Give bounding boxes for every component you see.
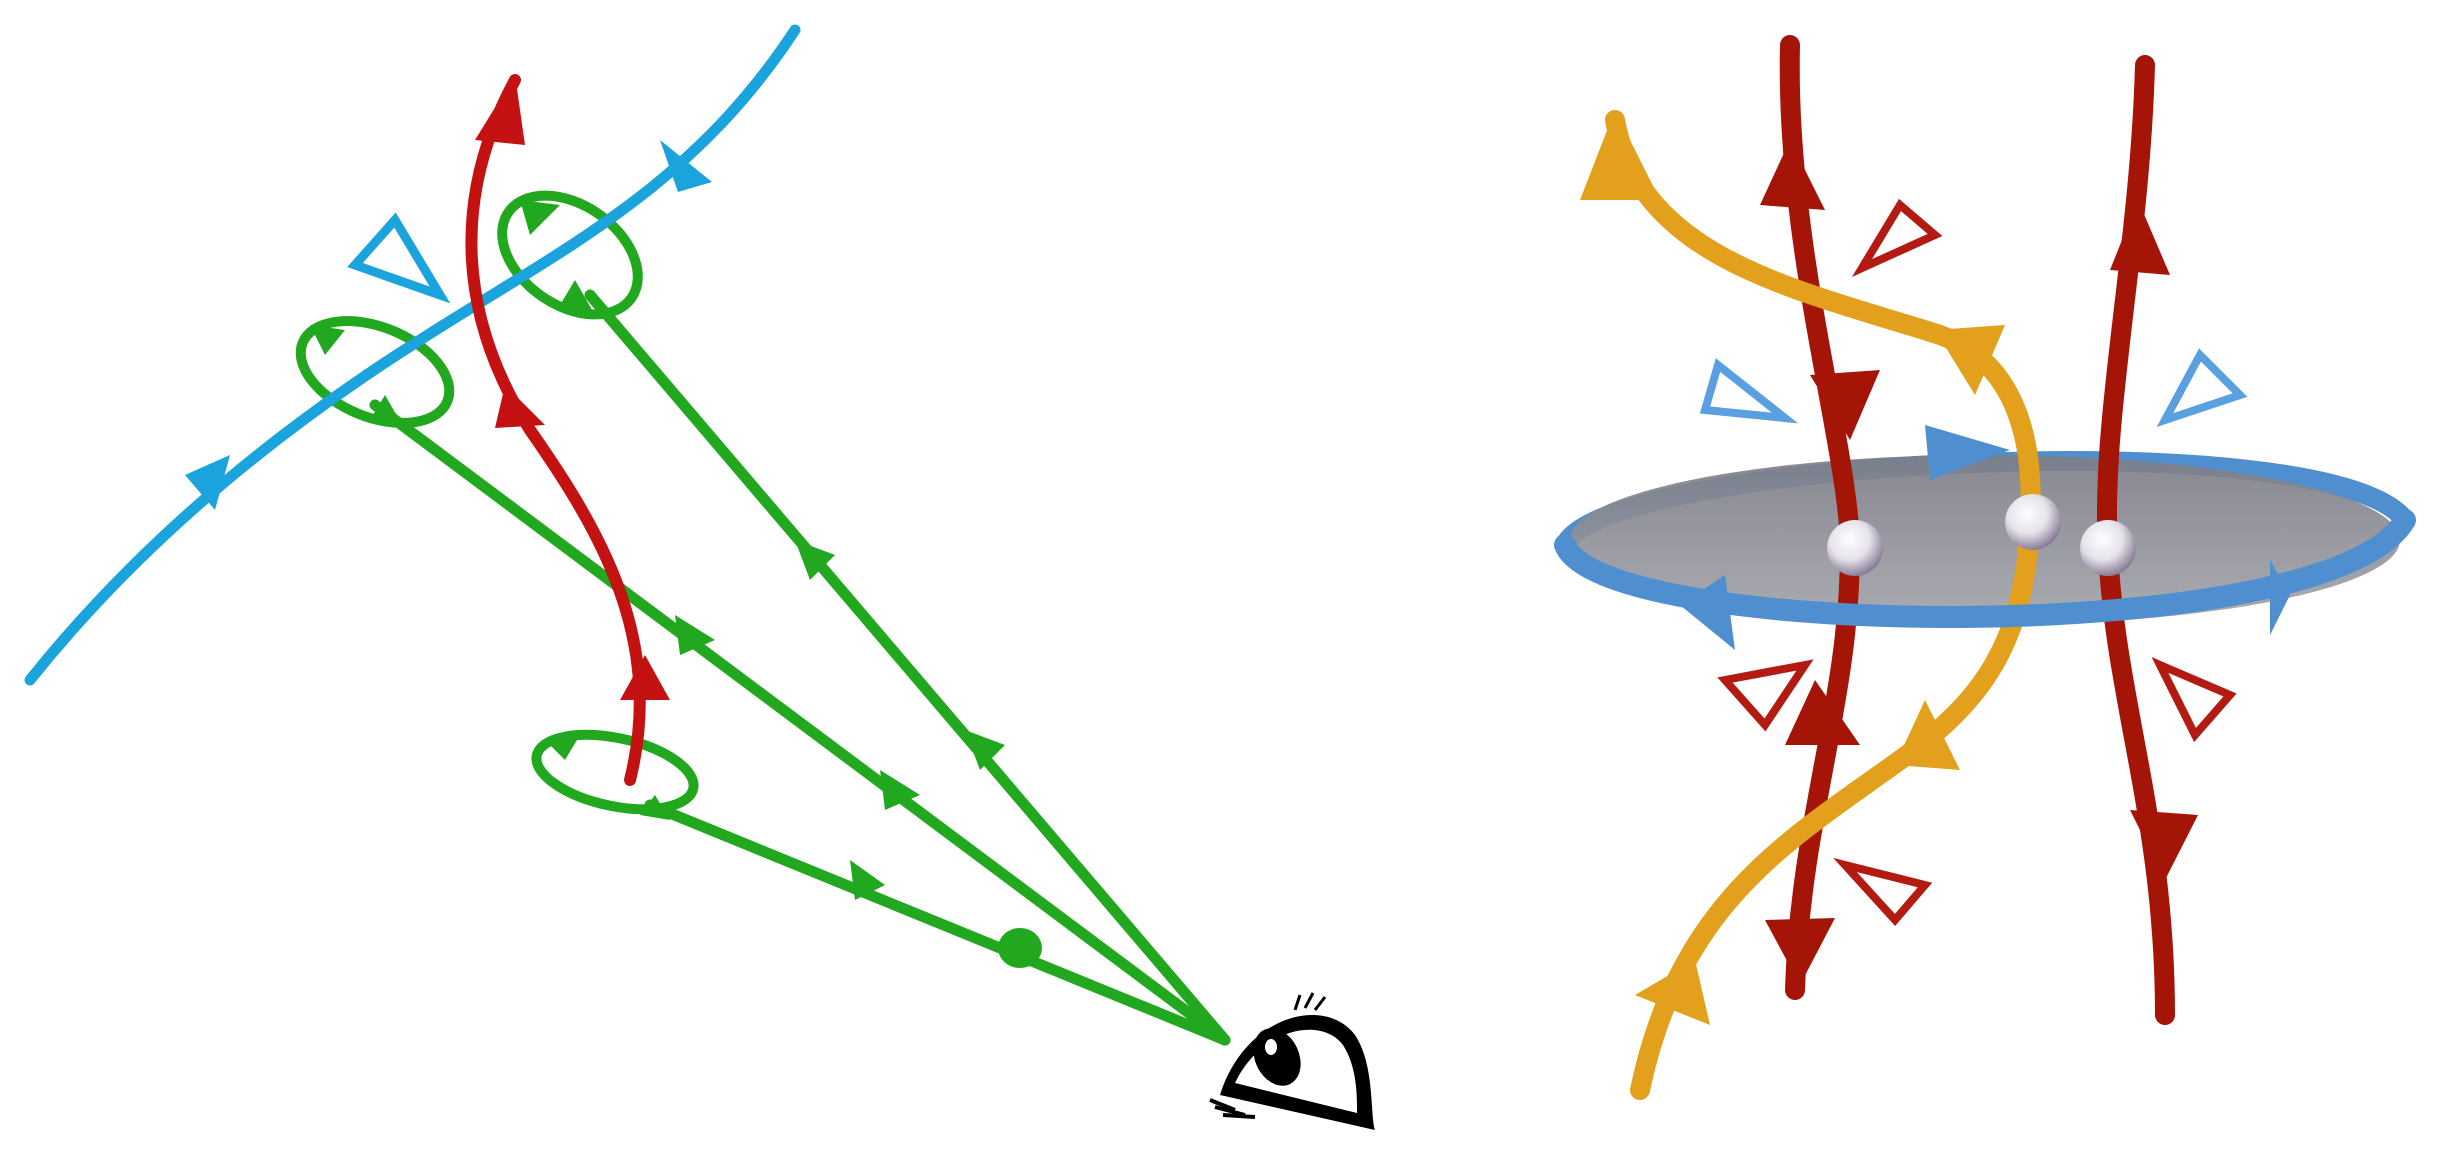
dark-red-arrowheads [1760,140,2198,985]
green-loops [295,190,699,815]
red-triangle-marker-top [1851,198,1943,277]
green-arrow-loop-middle [310,325,345,355]
green-arrowheads [310,200,1042,968]
orange-arrowheads [1580,110,2005,1025]
red-open-triangles [1717,198,2237,927]
green-arrow-loop-top [520,200,560,235]
crossing-ball-right [2080,520,2136,576]
dark-red-arrow-right-bottom [2130,810,2198,880]
green-arrow-ray-top-1 [795,540,835,580]
green-arrow-ray-bottom-2 [998,928,1042,968]
red-triangle-marker-lower-left [1717,659,1814,732]
dark-red-arrow-left-top [1760,140,1825,210]
green-loop-middle [295,316,455,428]
green-arrow-loop-bottom [545,735,580,760]
orange-arrow-low [1895,700,1960,770]
orange-arrow-top [1580,110,1660,200]
blue-arrow-lower [185,455,230,510]
ring-arrowheads [1680,425,2290,650]
green-arrow-loop-middle-lower [370,395,405,430]
green-arrow-ray-top-2 [965,730,1005,770]
green-arrow-ray-middle-1 [675,615,715,655]
green-ray-top [584,289,1231,1046]
crossing-ball-left [1827,520,1883,576]
left-panel [24,24,1375,1130]
ring-arrow-top [1925,425,2010,480]
red-strand [465,74,646,786]
crossing-ball-middle [2005,494,2061,550]
dark-red-arrow-left-bottom [1765,918,1835,985]
ring-disk [1570,455,2400,625]
green-arrow-ray-bottom-1 [850,860,885,900]
green-arrow-loop-bottom-lower [640,795,670,820]
dark-red-arrow-left-mid [1810,370,1880,440]
right-panel [1554,35,2416,1100]
green-arrow-ray-middle-2 [880,770,920,810]
orange-arrow-bottom [1635,960,1710,1025]
green-loop-top [497,190,643,320]
open-triangle-icon [347,212,451,304]
dark-red-arrow-left-low [1785,680,1860,745]
red-arrowheads [475,75,670,700]
green-ray-bottom [644,799,1231,1046]
blue-triangle-marker-right [2156,348,2248,427]
ring-arrow-left [1680,575,1735,650]
green-loop-bottom [531,729,699,815]
blue-triangle-marker-left [1699,358,1799,424]
green-arrow-loop-top-lower [560,280,595,315]
blue-arrow-upper [660,140,712,192]
ring-arrow-right [2270,560,2290,635]
red-triangle-marker-bottom [1833,857,1933,927]
red-arrow-bottom [620,655,670,700]
blue-arrowheads [185,140,712,510]
dark-red-arrow-right-top [2110,200,2170,275]
crossing-markers [1827,494,2136,576]
red-arrow-middle [495,385,545,428]
green-lines [369,289,1231,1046]
red-triangle-marker-right [2151,657,2237,743]
blue-strand [24,24,801,686]
blue-ring-front [1554,509,2416,628]
green-ray-middle [369,399,1231,1046]
orange-arrow-middle [1935,325,2005,395]
eye-icon [1209,992,1375,1130]
red-arrow-top [475,75,525,145]
blue-open-triangles [1699,348,2248,427]
